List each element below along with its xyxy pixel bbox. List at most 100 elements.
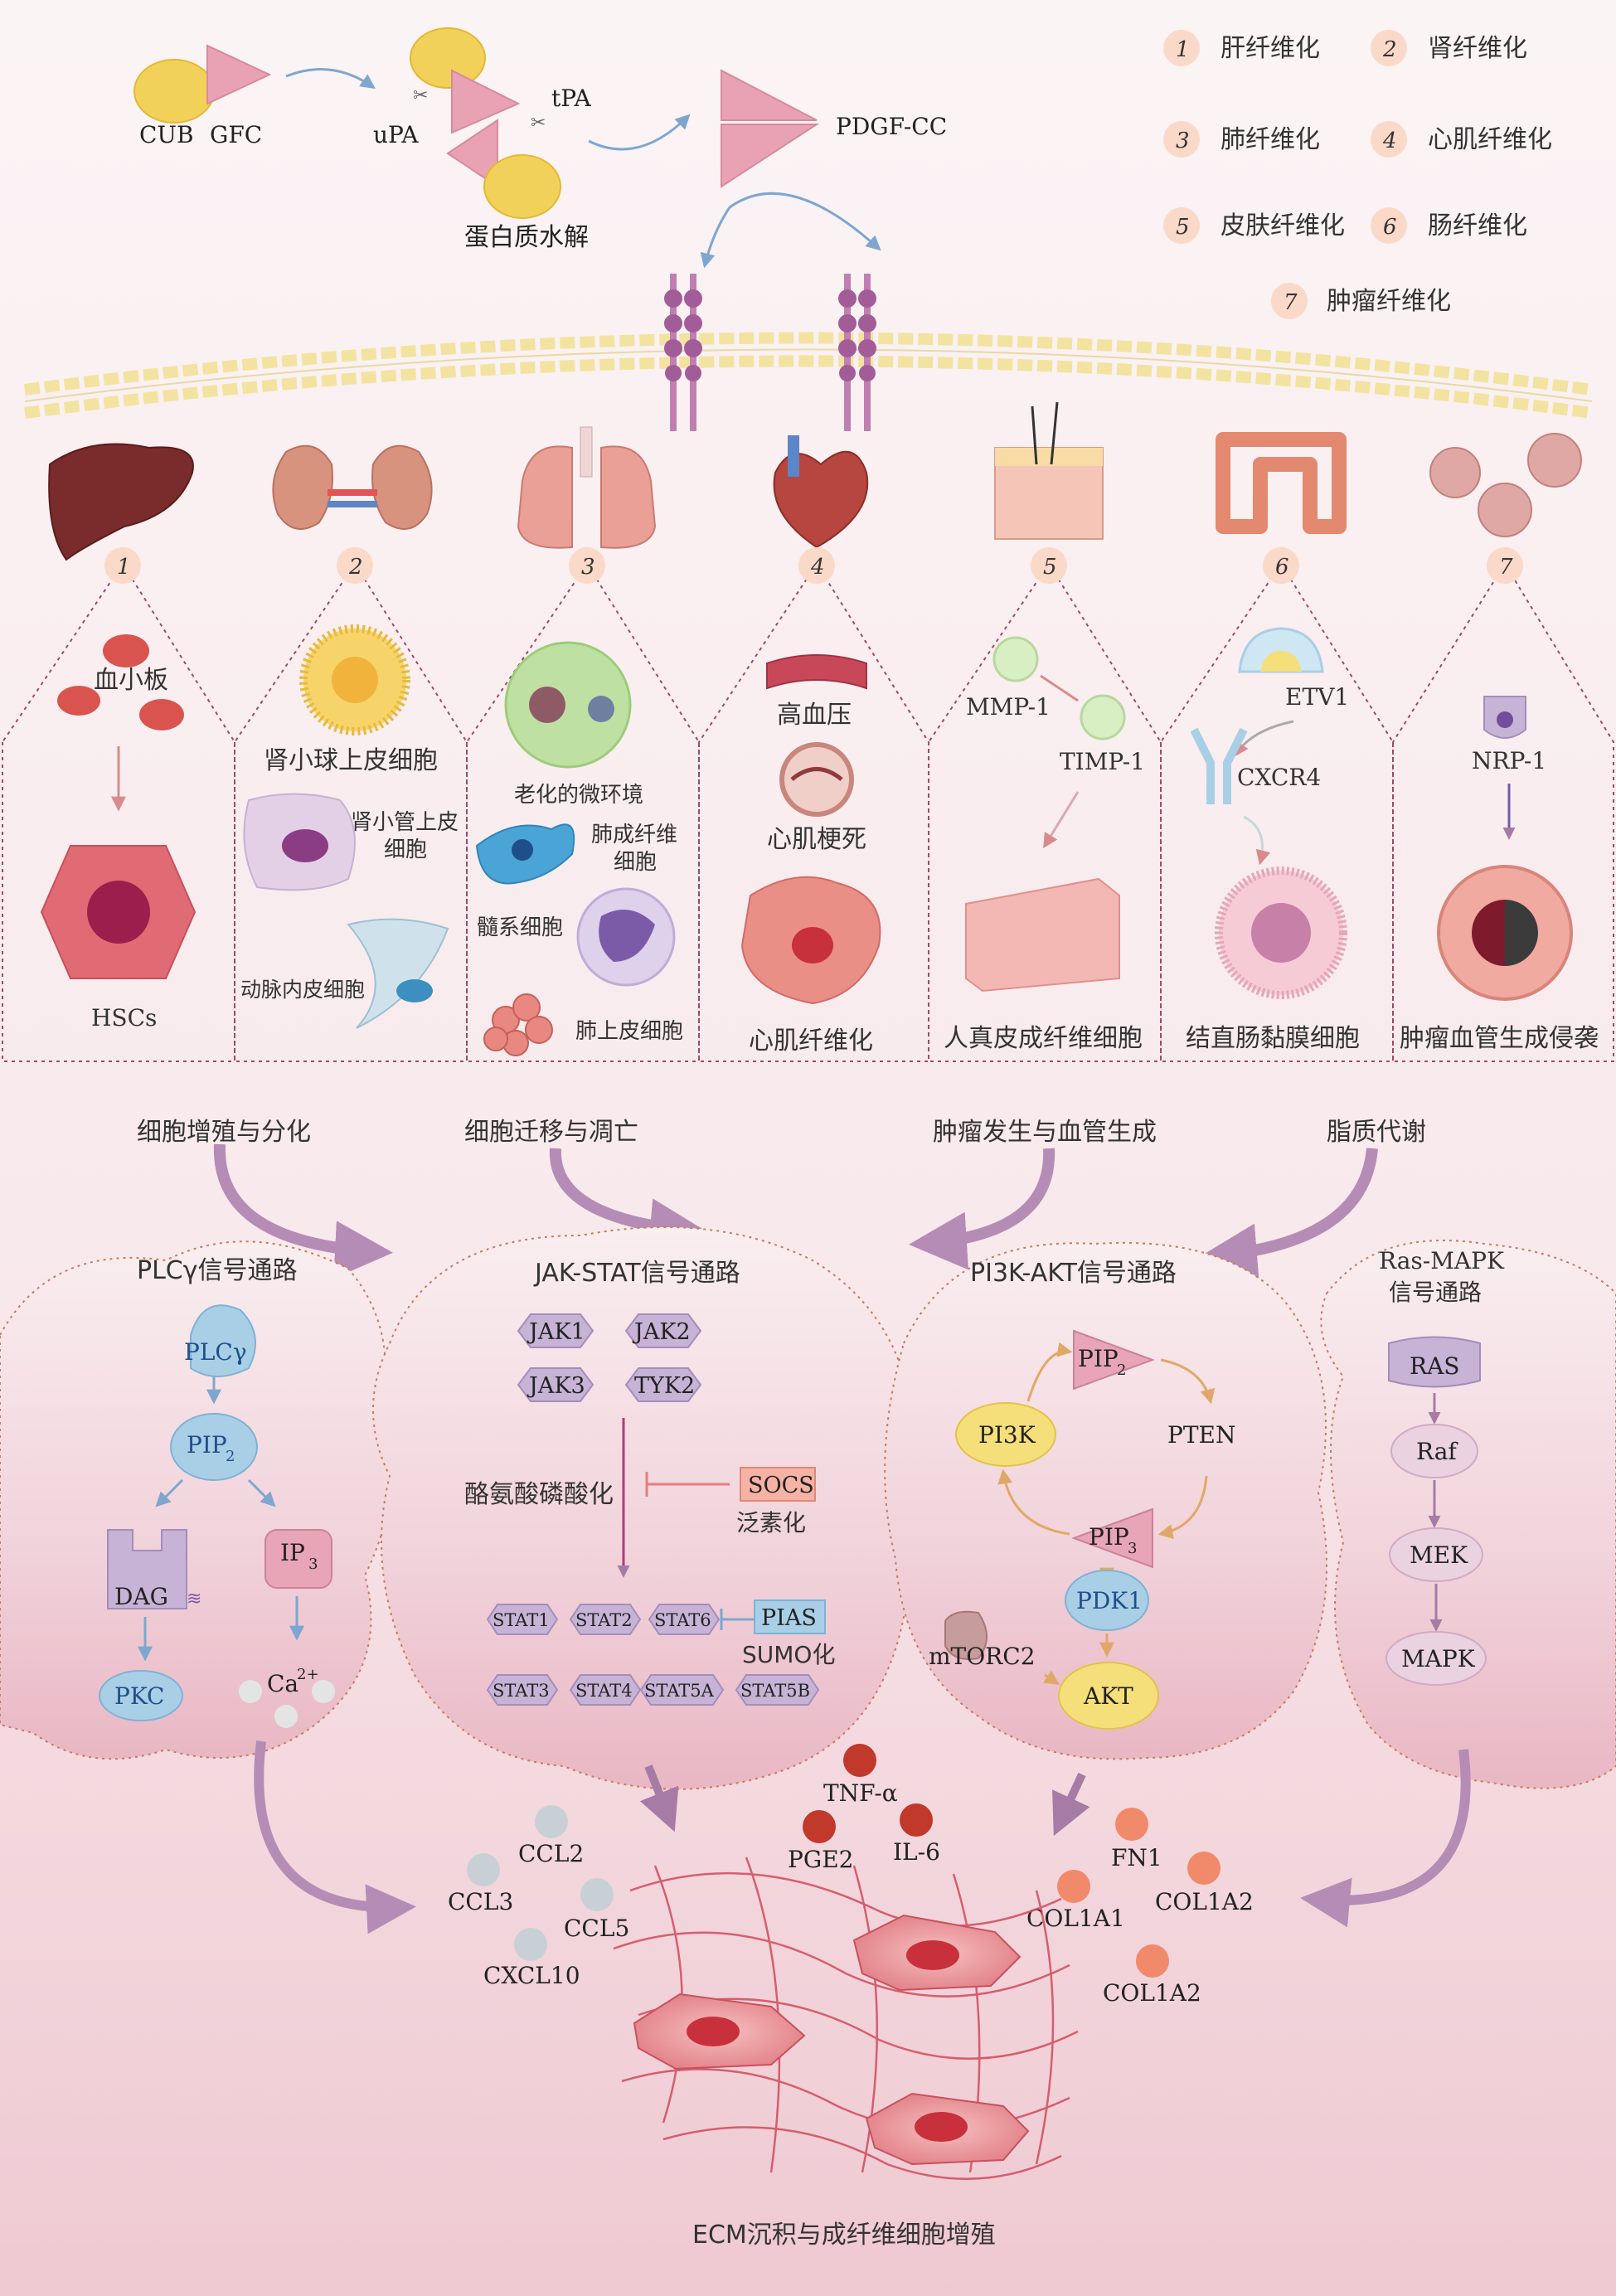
- legend-item-6: 6 肠纤维化: [1371, 207, 1527, 244]
- arrow-to-receptor-left: [700, 206, 731, 269]
- pip2-pi3k-node: [1073, 1329, 1155, 1391]
- dermal-fibroblast-icon: [965, 877, 1120, 993]
- svg-text:6: 6: [1275, 555, 1289, 580]
- svg-text:STAT2: STAT2: [575, 1610, 633, 1630]
- kidney-right-icon: [371, 444, 433, 530]
- stat5b-node: STAT5B: [735, 1674, 820, 1706]
- platelet-icon: [103, 634, 149, 667]
- raf-node: [1390, 1424, 1478, 1478]
- col1a2-dot-2: [1136, 1944, 1169, 1978]
- fibroblast-nucleus-icon: [906, 1940, 959, 1970]
- arrow-pip2-ip3: [247, 1478, 276, 1507]
- nrp1-label: NRP-1: [1472, 747, 1546, 774]
- il6-label: IL-6: [893, 1838, 940, 1866]
- socs-box: [740, 1467, 816, 1502]
- scissors-icon-2: ✂: [531, 113, 546, 133]
- svg-text:5: 5: [1176, 215, 1190, 240]
- heart-vessel-icon: [788, 435, 799, 477]
- platelet-icon-2: [57, 686, 100, 716]
- hair-icon: [1031, 405, 1038, 465]
- pkc-label: PKC: [114, 1682, 164, 1710]
- renal-vessel-icon: [328, 489, 377, 496]
- svg-text:4: 4: [1382, 129, 1397, 153]
- svg-text:3: 3: [581, 555, 595, 580]
- pten-label: PTEN: [1167, 1421, 1235, 1449]
- ecm-caption: ECM沉积与成纤维细胞增殖: [692, 2221, 996, 2250]
- badge-7: [1487, 547, 1523, 584]
- pge2-label: PGE2: [788, 1846, 853, 1873]
- infarction-label: 心肌梗死: [767, 825, 866, 854]
- cxcr4-label: CXCR4: [1237, 764, 1321, 791]
- badge-6: [1263, 547, 1299, 584]
- tubular-label-1: 肾小管上皮: [351, 810, 459, 835]
- lung-fibroblast-label-1: 肺成纤维: [591, 823, 677, 847]
- badge-3: [569, 547, 605, 584]
- svg-text:3: 3: [308, 1556, 318, 1573]
- plcg-pathway: PLCγ信号通路 PLCγ PIP 2 DAG ≋ IP 3 PKC Ca 2+: [99, 1256, 416, 1934]
- tubular-nucleus-icon: [282, 829, 328, 862]
- svg-text:肠纤维化: 肠纤维化: [1428, 211, 1527, 240]
- cycle-arrow-4: [997, 1468, 1070, 1536]
- lung-fibroblast-label-2: 细胞: [614, 850, 657, 875]
- hsc-nucleus-icon: [87, 881, 150, 944]
- dermal-fibroblast-label: 人真皮成纤维细胞: [944, 1024, 1143, 1053]
- membrane-inner: [24, 355, 1593, 419]
- ca-ion-icon-2: [312, 1680, 335, 1703]
- mapk-node: [1385, 1631, 1487, 1686]
- badge-1: [104, 547, 141, 584]
- gfc-cleaved-icon-2: [446, 119, 498, 188]
- arrow-mtorc2-akt: [1043, 1670, 1060, 1685]
- mek-label: MEK: [1410, 1541, 1468, 1569]
- ccl5-dot: [580, 1878, 614, 1911]
- dag-label: DAG: [114, 1583, 168, 1610]
- hscs-label: HSCs: [91, 1004, 157, 1032]
- pip2-node: [170, 1413, 258, 1481]
- cycle-arrow-2: [1160, 1358, 1216, 1405]
- lung-epithelial-label: 肺上皮细胞: [575, 1019, 683, 1044]
- pi3k-pip2-label: PIP: [1078, 1345, 1119, 1372]
- tumor-nucleus-icon: [1472, 900, 1505, 966]
- akt-node: [1058, 1662, 1159, 1730]
- tyk2-node: TYK2: [624, 1367, 702, 1402]
- panel-heart: 4 高血压 心肌梗死 心肌纤维化: [740, 435, 881, 1056]
- etv1-icon: [1238, 627, 1324, 673]
- timp1-label: TIMP-1: [1060, 748, 1145, 775]
- cloud-jak: [372, 1226, 928, 1790]
- tyrosine-phospho-label: 酪氨酸磷酸化: [464, 1480, 614, 1509]
- ip3-receptor-icon: [264, 1529, 332, 1589]
- svg-text:2: 2: [1382, 37, 1397, 62]
- pdgf-receptor-right: [838, 274, 876, 431]
- panel-tumor: 7 NRP-1 肿瘤血管生成侵袭: [1400, 433, 1599, 1053]
- col1a2-label: COL1A2: [1155, 1888, 1254, 1915]
- panel-skin: 5 MMP-1 TIMP-1 人真皮成纤维细胞: [944, 401, 1145, 1053]
- svg-text:皮肤纤维化: 皮肤纤维化: [1220, 211, 1345, 240]
- process-lipid: 脂质代谢: [1327, 1118, 1426, 1147]
- svg-text:2: 2: [348, 555, 363, 580]
- legend-item-4: 4 心肌纤维化: [1371, 121, 1552, 158]
- arrow-cub-to-upa: [285, 68, 376, 90]
- pdk1-node: [1065, 1570, 1149, 1631]
- svg-text:3: 3: [1128, 1540, 1137, 1557]
- legend-item-7: 7 肿瘤纤维化: [1271, 283, 1451, 319]
- platelet-icon-3: [139, 699, 184, 731]
- ras-mapk-pathway: Ras-MAPK 信号通路 RAS Raf MEK MAPK: [1300, 1247, 1505, 1928]
- tumor-mass-icon: [1429, 433, 1582, 537]
- pias-box: [754, 1599, 826, 1634]
- svg-text:STAT5A: STAT5A: [644, 1681, 715, 1701]
- pi3k-pip3-label: PIP: [1089, 1523, 1129, 1551]
- pkc-node: [99, 1670, 183, 1721]
- svg-text:2: 2: [226, 1448, 235, 1465]
- hypertension-vessel-icon: [766, 654, 867, 690]
- cardiac-nucleus-icon: [792, 927, 833, 964]
- svg-text:STAT5B: STAT5B: [740, 1681, 810, 1701]
- ccl5-label: CCL5: [564, 1915, 629, 1942]
- il6-dot: [900, 1803, 933, 1837]
- legend: 1 肝纤维化 2 肾纤维化 3 肺纤维化 4 心肌纤维化 5 皮肤纤维化 6 肠…: [1163, 30, 1552, 319]
- cxcr4-receptor-icon: [1190, 727, 1248, 804]
- pdgf-processing: CUB GFC ✂ ✂ uPA tPA 蛋白质水解 PDGF-CC: [133, 27, 947, 269]
- svg-text:5: 5: [1043, 555, 1057, 580]
- stat2-node: STAT2: [569, 1604, 642, 1635]
- badge-4: [798, 547, 835, 584]
